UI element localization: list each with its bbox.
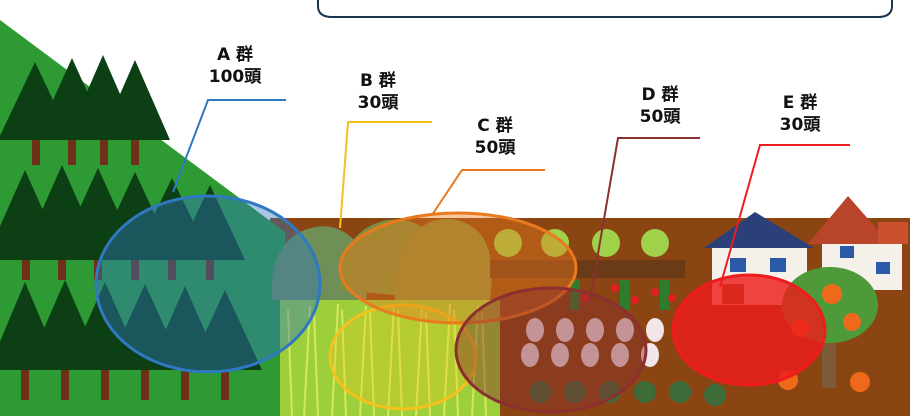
group-d-count: 50頭 [639, 107, 681, 127]
group-c-count: 50頭 [474, 138, 516, 158]
forest [0, 55, 262, 370]
group-a-count: 100頭 [208, 67, 262, 87]
group-range-d [454, 286, 648, 414]
group-c-name: C 群 [477, 116, 513, 136]
leader-line-c [431, 169, 545, 216]
leafy-plants [529, 381, 726, 406]
leader-line-a [172, 99, 286, 193]
group-a-name: A 群 [216, 45, 254, 65]
group-range-a [94, 194, 322, 374]
house-right [808, 196, 908, 290]
group-label-b: B 群 30頭 [348, 70, 408, 114]
group-label-c: C 群 50頭 [460, 115, 530, 159]
tomato-plants [561, 280, 676, 310]
group-ranges [94, 194, 827, 414]
group-b-name: B 群 [360, 71, 396, 91]
group-label-e: E 群 30頭 [770, 92, 830, 136]
leader-lines [172, 99, 850, 301]
group-range-b [328, 303, 478, 411]
group-b-count: 30頭 [357, 93, 399, 113]
leader-line-e [719, 144, 850, 288]
group-e-count: 30頭 [779, 115, 821, 135]
leader-line-d [589, 137, 700, 301]
group-label-d: D 群 50頭 [630, 84, 690, 128]
group-range-e [671, 273, 827, 387]
group-label-a: A 群 100頭 [205, 44, 265, 88]
leader-line-b [339, 121, 432, 229]
bushes [271, 219, 492, 300]
group-e-name: E 群 [782, 93, 818, 113]
speech-box [317, 0, 893, 18]
group-d-name: D 群 [641, 85, 679, 105]
group-range-c [338, 211, 578, 325]
